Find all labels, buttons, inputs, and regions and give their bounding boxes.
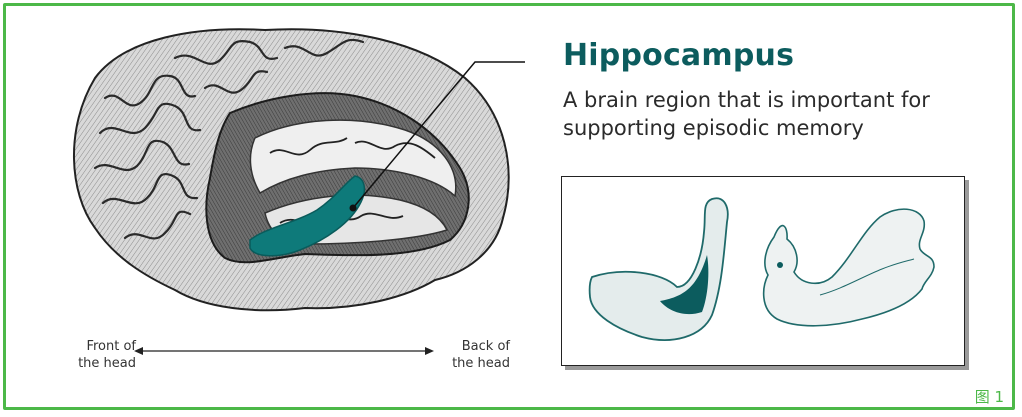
- back-of-head-label: Back of the head: [446, 338, 510, 372]
- title: Hippocampus: [563, 38, 794, 73]
- hippocampus-inset-drawing: [562, 177, 963, 364]
- brain-illustration: [55, 18, 525, 330]
- hippocampus-inset: [561, 176, 965, 366]
- figure-label: 图 1: [975, 386, 1004, 407]
- front-of-head-label: Front of the head: [66, 338, 136, 372]
- subtitle: A brain region that is important for sup…: [563, 86, 943, 142]
- orientation-arrow: [134, 344, 434, 358]
